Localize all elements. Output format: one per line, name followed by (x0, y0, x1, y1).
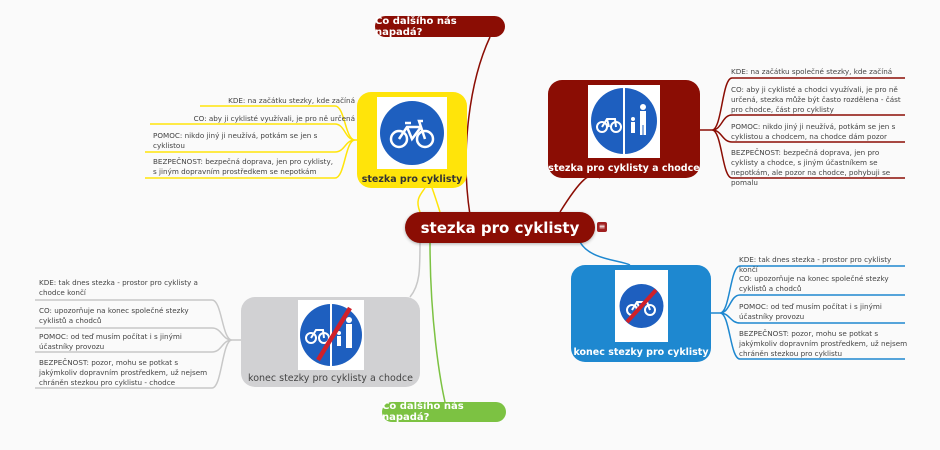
leaf-pomoc[interactable]: POMOC: od teď musím počítat i s jinými ú… (39, 332, 182, 351)
notes-icon[interactable]: ≡ (597, 222, 607, 232)
branch-label: konec stezky pro cyklisty (573, 347, 709, 358)
end-of-bicycle-path-sign-icon (614, 270, 668, 342)
leaf-co[interactable]: CO: upozorňuje na konec společné stezky … (39, 306, 189, 325)
bicycle-sign-icon (377, 97, 447, 169)
bicycle-pedestrian-sign-icon (588, 85, 660, 158)
end-of-shared-path-sign-icon (297, 300, 364, 370)
leaf-co[interactable]: CO: upozorňuje na konec společné stezky … (739, 274, 889, 293)
central-topic[interactable]: stezka pro cyklisty (405, 212, 595, 243)
top-idea-node[interactable]: Co dalšího nás napadá? (375, 15, 505, 38)
leaf-pomoc[interactable]: POMOC: nikdo jiný ji neužívá, potkám se … (153, 131, 318, 150)
leaf-kde[interactable]: KDE: na začátku stezky, kde začíná (228, 96, 355, 105)
branch-stezka-pro-cyklisty-a-chodce[interactable]: stezka pro cyklisty a chodce (548, 80, 700, 178)
branch-label: stezka pro cyklisty (361, 174, 463, 185)
branch-label: konec stezky pro cyklisty a chodce (248, 373, 413, 384)
leaf-co[interactable]: CO: aby ji cyklisté a chodci využívali, … (731, 85, 901, 114)
branch-label: stezka pro cyklisty a chodce (548, 163, 700, 174)
bottom-idea-node[interactable]: Co dalšího nás napadá? (382, 401, 506, 423)
bottom-idea-label: Co dalšího nás napadá? (382, 401, 464, 423)
leaf-bezpecnost[interactable]: BEZPEČNOST: pozor, mohu se potkat s jaký… (739, 329, 908, 358)
leaf-kde[interactable]: KDE: tak dnes stezka - prostor pro cykli… (39, 278, 198, 297)
branch-konec-stezky-pro-cyklisty[interactable]: konec stezky pro cyklisty (571, 265, 711, 362)
leaf-pomoc[interactable]: POMOC: od teď musím počítat i s jinými ú… (739, 302, 882, 321)
branch-konec-stezky-pro-cyklisty-a-chodce[interactable]: konec stezky pro cyklisty a chodce (241, 297, 420, 387)
leaf-pomoc[interactable]: POMOC: nikdo jiný ji neužívá, potkám se … (731, 122, 896, 141)
top-idea-label: Co dalšího nás napadá? (375, 15, 457, 38)
leaf-co[interactable]: CO: aby ji cyklisté využívali, je pro ně… (193, 114, 355, 123)
leaf-bezpecnost[interactable]: BEZPEČNOST: bezpečná doprava, jen pro cy… (153, 157, 334, 176)
leaf-kde[interactable]: KDE: tak dnes stezka - prostor pro cykli… (739, 255, 892, 274)
leaf-bezpecnost[interactable]: BEZPEČNOST: pozor, mohu se potkat s jaký… (39, 358, 208, 387)
branch-stezka-pro-cyklisty[interactable]: stezka pro cyklisty (357, 92, 467, 188)
central-topic-title: stezka pro cyklisty (420, 218, 580, 237)
leaf-bezpecnost[interactable]: BEZPEČNOST: bezpečná doprava, jen pro cy… (731, 148, 891, 187)
leaf-kde[interactable]: KDE: na začátku společné stezky, kde zač… (731, 67, 893, 76)
